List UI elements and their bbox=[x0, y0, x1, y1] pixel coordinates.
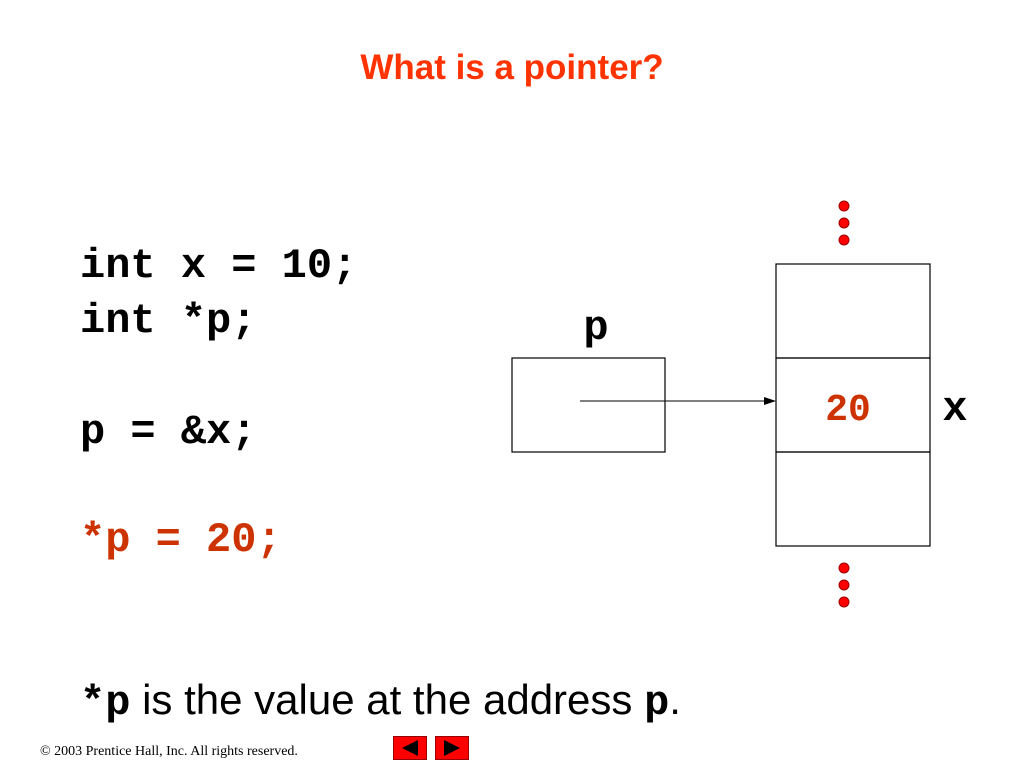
arrow-right-icon bbox=[444, 740, 460, 756]
explanation-deref: *p bbox=[80, 679, 131, 727]
ellipsis-dots-bottom bbox=[838, 562, 850, 608]
arrow-left-icon bbox=[402, 740, 418, 756]
memory-cell-bottom bbox=[775, 451, 931, 547]
explanation-period: . bbox=[669, 676, 681, 723]
code-line-assign-address: p = &x; bbox=[80, 408, 257, 456]
pointer-label: p bbox=[583, 304, 608, 352]
next-slide-button[interactable] bbox=[435, 736, 469, 760]
code-line-declare-p: int *p; bbox=[80, 297, 257, 345]
memory-cell-top bbox=[775, 263, 931, 359]
ellipsis-dots-top bbox=[838, 200, 850, 246]
code-line-dereference-assign: *p = 20; bbox=[80, 516, 282, 564]
arrow-head-icon bbox=[764, 397, 776, 405]
explanation-var: p bbox=[644, 679, 670, 727]
variable-label: x bbox=[942, 385, 967, 433]
explanation-sentence: *p is the value at the address p. bbox=[80, 675, 681, 728]
pointer-box bbox=[511, 357, 666, 453]
memory-cell-value: 20 bbox=[825, 389, 871, 432]
previous-slide-button[interactable] bbox=[393, 736, 427, 760]
slide-title: What is a pointer? bbox=[360, 48, 664, 87]
copyright-footer: © 2003 Prentice Hall, Inc. All rights re… bbox=[40, 744, 298, 759]
explanation-text: is the value at the address bbox=[130, 676, 645, 723]
code-line-declare-x: int x = 10; bbox=[80, 242, 358, 290]
